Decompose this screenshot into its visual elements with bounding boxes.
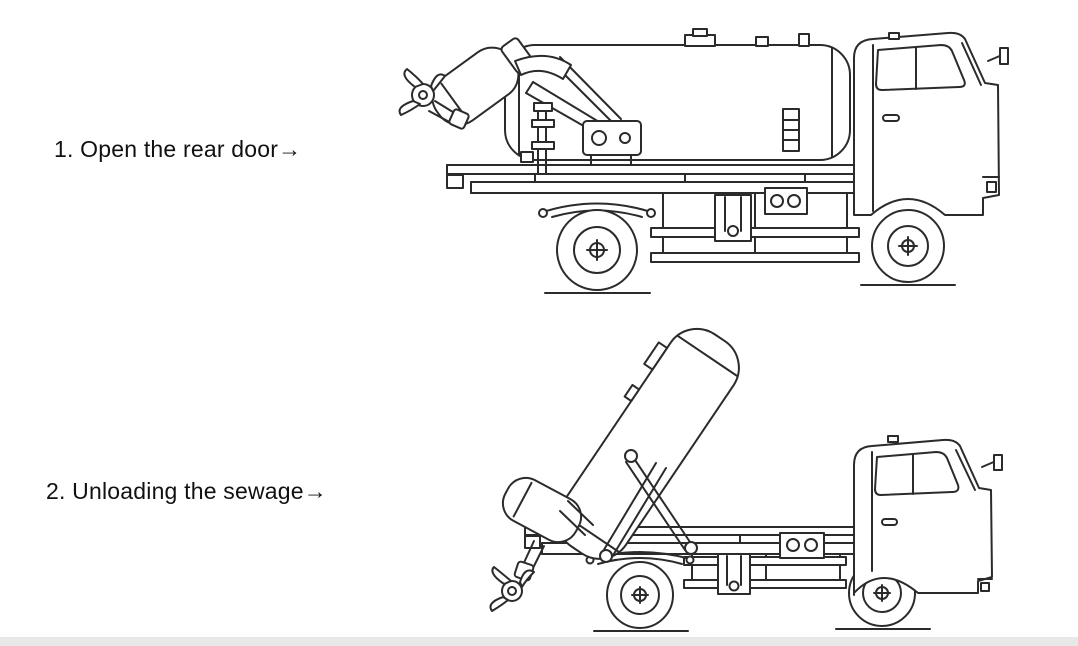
tipping-mechanism — [599, 449, 698, 563]
door-handle — [882, 114, 900, 122]
underframe-equipment — [717, 532, 825, 595]
truck-figure-unloading — [489, 327, 1003, 632]
door-hinge-arm — [514, 54, 572, 80]
side-window — [875, 44, 966, 91]
cab — [853, 435, 1003, 596]
door-hinge-arm — [559, 500, 594, 536]
front-wheel — [871, 209, 945, 283]
side-window — [874, 451, 960, 496]
hydraulic-cylinder — [632, 456, 693, 546]
suction-nozzle — [489, 540, 545, 612]
side-mirror — [993, 454, 1003, 471]
underframe-equipment — [714, 187, 808, 242]
rear-wheel — [556, 209, 638, 291]
side-mirror — [999, 47, 1009, 65]
door-handle — [881, 518, 898, 526]
roof-marker — [887, 435, 899, 443]
truck-figure-rear-door-open — [398, 28, 1009, 294]
chassis-frame — [446, 164, 926, 194]
tank — [556, 327, 740, 560]
discharge-valve — [520, 102, 555, 174]
windshield — [961, 42, 982, 86]
manhole-hatch — [643, 341, 669, 371]
suction-nozzle — [398, 68, 470, 130]
pivot-bracket — [582, 120, 642, 156]
headlight — [986, 181, 997, 193]
step-2-label: 2. Unloading the sewage→ — [46, 478, 327, 504]
bottom-bar — [0, 637, 1078, 646]
side-guard-rails — [650, 192, 860, 263]
roof-marker — [888, 32, 900, 40]
rear-wheel — [606, 561, 674, 629]
headlight — [980, 582, 990, 592]
side-guard-rails — [683, 553, 847, 589]
cab — [853, 31, 1009, 216]
step-1-label: 1. Open the rear door→ — [54, 136, 302, 162]
tank — [504, 28, 851, 161]
windshield — [955, 449, 976, 491]
